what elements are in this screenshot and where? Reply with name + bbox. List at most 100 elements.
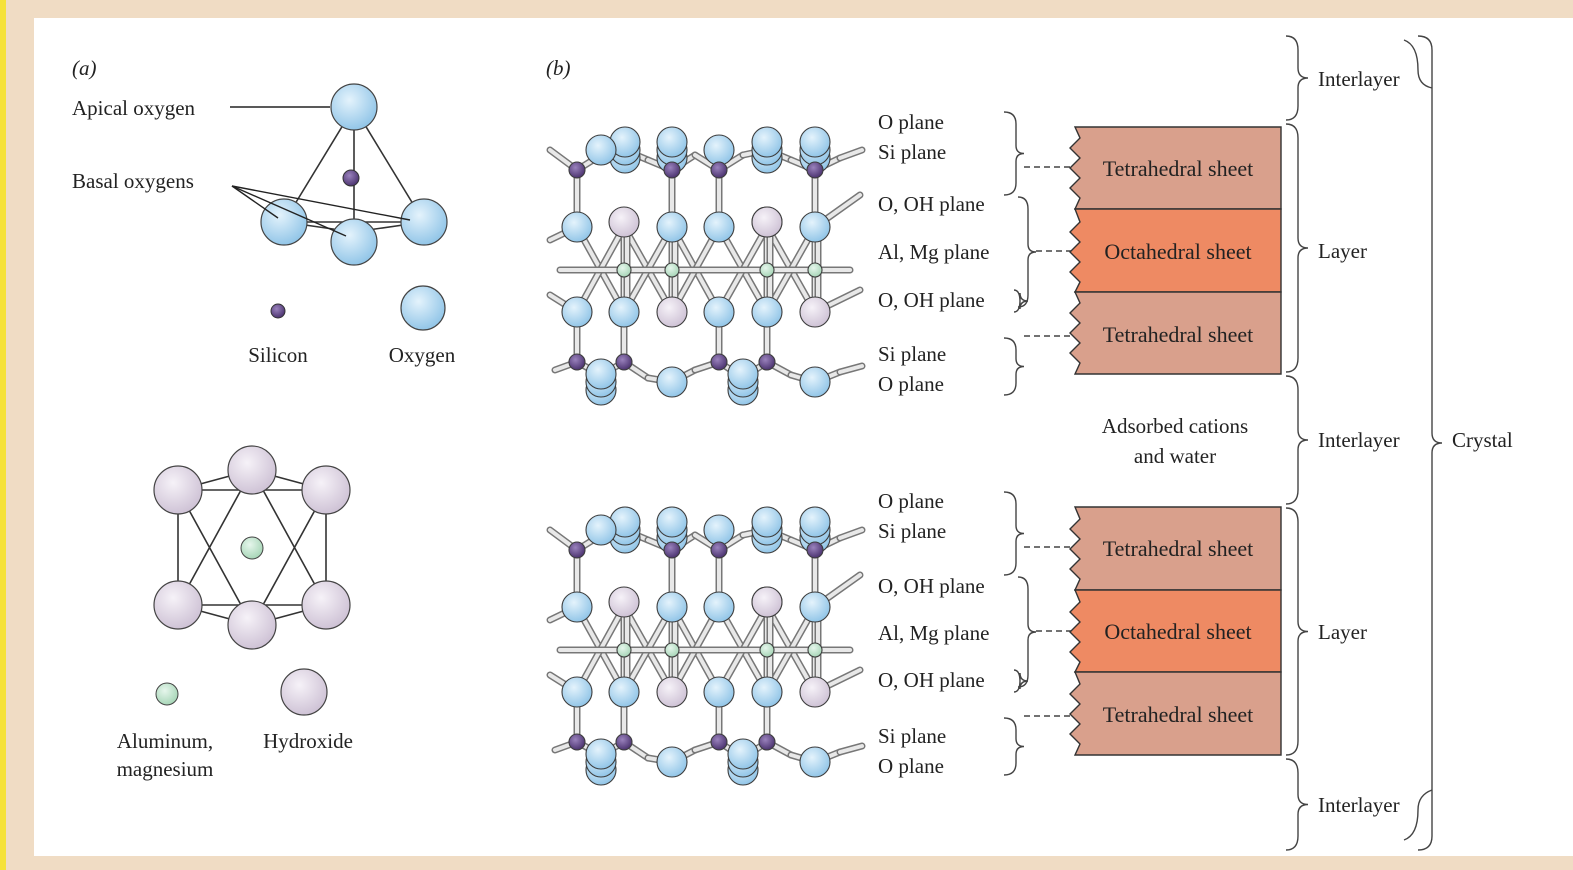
- silicon-atom: [710, 541, 728, 559]
- silicon-atom: [758, 733, 776, 751]
- hydroxide-atom: [656, 296, 688, 328]
- brace: [1285, 375, 1309, 505]
- brace: [1017, 196, 1037, 308]
- tetrahedral-sheet: [1069, 291, 1282, 375]
- octahedral-sheet-label: Octahedral sheet: [1104, 239, 1251, 264]
- plane-label: O, OH plane: [878, 574, 985, 598]
- basal-oxygens-label: Basal oxygens: [72, 169, 194, 193]
- brace: [1003, 491, 1025, 576]
- brace: [1285, 507, 1309, 756]
- octahedral-sheet-label: Octahedral sheet: [1104, 619, 1251, 644]
- aluminum-atom: [807, 642, 823, 658]
- structure-braces: [1285, 35, 1443, 851]
- plane-label: O plane: [878, 754, 944, 778]
- bond: [838, 744, 864, 754]
- hydroxide-atom: [227, 445, 277, 495]
- aluminum-atom: [807, 262, 823, 278]
- aluminum-atom: [240, 536, 264, 560]
- oxygen-atom: [799, 506, 831, 538]
- panel-a-label: (a): [72, 56, 97, 80]
- oxygen-atom: [751, 126, 783, 158]
- tetrahedral-sheet: [1069, 671, 1282, 756]
- basal-oxygen-atom: [330, 218, 378, 266]
- aluminum-atom: [664, 262, 680, 278]
- oxygen-atom: [608, 676, 640, 708]
- hydroxide-atom: [608, 206, 640, 238]
- lattice-bottom: [546, 506, 866, 786]
- octahedral-sheet: [1069, 208, 1282, 293]
- oxygen-legend-label: Oxygen: [389, 343, 456, 367]
- plane-label: Si plane: [878, 342, 946, 366]
- silicon-legend-icon: [270, 303, 286, 319]
- oxygen-atom: [799, 591, 831, 623]
- hydroxide-atom: [301, 580, 351, 630]
- plane-label: Al, Mg plane: [878, 621, 989, 645]
- oxygen-atom: [703, 134, 735, 166]
- interlayer-label: Interlayer: [1318, 428, 1400, 452]
- oxygen-atom: [703, 296, 735, 328]
- oxygen-atom: [656, 591, 688, 623]
- plane-label: O plane: [878, 372, 944, 396]
- oxygen-atom: [751, 296, 783, 328]
- silicon-atom: [710, 161, 728, 179]
- crystal-label: Crystal: [1452, 428, 1513, 452]
- apical-oxygen-atom: [330, 83, 378, 131]
- oxygen-atom: [799, 126, 831, 158]
- hydroxide-legend-label: Hydroxide: [263, 729, 353, 753]
- oxygen-atom: [656, 211, 688, 243]
- oxygen-atom: [751, 676, 783, 708]
- plane-label: Al, Mg plane: [878, 240, 989, 264]
- silicon-atom: [568, 353, 586, 371]
- aluminum-atom: [759, 642, 775, 658]
- oxygen-legend-icon: [400, 285, 446, 331]
- aluminum-atom: [616, 642, 632, 658]
- oxygen-atom: [585, 134, 617, 166]
- brace: [1013, 669, 1029, 693]
- basal-oxygen-atom: [260, 198, 308, 246]
- hydroxide-atom: [153, 465, 203, 515]
- leader-lines-a: [230, 106, 411, 237]
- oxygen-atom: [703, 591, 735, 623]
- interlayer-label: Interlayer: [1318, 67, 1400, 91]
- silicon-atom: [710, 733, 728, 751]
- octahedral-sheet: [1069, 589, 1282, 673]
- silicon-atom: [568, 541, 586, 559]
- aluminum-legend-label-1: Aluminum,: [117, 729, 213, 753]
- brace: [1403, 789, 1433, 841]
- oxygen-atom: [799, 746, 831, 778]
- tetrahedral-sheet-label: Tetrahedral sheet: [1103, 536, 1254, 561]
- silicon-atom: [342, 169, 360, 187]
- silicon-atom: [568, 733, 586, 751]
- hydroxide-atom: [153, 580, 203, 630]
- oxygen-atom: [703, 676, 735, 708]
- adsorbed-label-1: Adsorbed cations: [1102, 414, 1248, 438]
- oxygen-atom: [727, 358, 759, 390]
- plane-label: O, OH plane: [878, 288, 985, 312]
- silicon-atom: [663, 541, 681, 559]
- silicon-atom: [806, 161, 824, 179]
- panel-b-label: (b): [546, 56, 571, 80]
- apical-oxygen-label: Apical oxygen: [72, 96, 196, 120]
- oxygen-atom: [751, 506, 783, 538]
- oxygen-atom: [703, 211, 735, 243]
- plane-label: O plane: [878, 489, 944, 513]
- tetrahedral-sheet-label: Tetrahedral sheet: [1103, 322, 1254, 347]
- oxygen-atom: [561, 676, 593, 708]
- plane-label: Si plane: [878, 140, 946, 164]
- aluminum-legend-icon: [155, 682, 179, 706]
- hydroxide-atom: [751, 586, 783, 618]
- aluminum-atom: [759, 262, 775, 278]
- oxygen-atom: [585, 738, 617, 770]
- hydroxide-atom: [301, 465, 351, 515]
- oxygen-atom: [727, 738, 759, 770]
- silicon-atom: [615, 353, 633, 371]
- sheets-bottom: Tetrahedral sheet Octahedral sheet Tetra…: [1069, 506, 1282, 756]
- adsorbed-label-2: and water: [1134, 444, 1216, 468]
- plane-label: O plane: [878, 110, 944, 134]
- brace: [1285, 758, 1309, 851]
- aluminum-atom: [664, 642, 680, 658]
- left-edge-strip: [0, 0, 6, 870]
- oxygen-atom: [656, 746, 688, 778]
